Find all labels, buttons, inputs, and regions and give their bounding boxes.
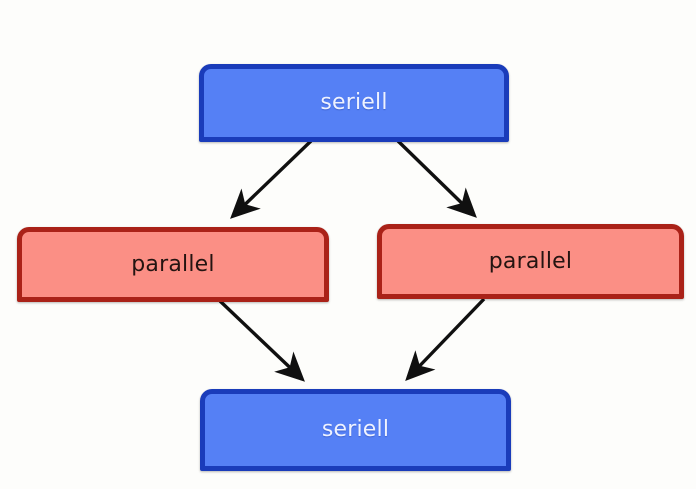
- edge-left-to-bottom: [218, 299, 305, 382]
- node-label: seriell: [320, 90, 388, 115]
- node-seriell-top[interactable]: seriell: [199, 64, 509, 142]
- node-parallel-right[interactable]: parallel: [377, 224, 684, 299]
- edge-top-to-left: [230, 139, 313, 219]
- edge-right-to-bottom: [405, 297, 486, 381]
- node-label: seriell: [321, 417, 390, 442]
- node-label: parallel: [131, 251, 215, 277]
- edge-top-to-right: [396, 139, 477, 218]
- node-parallel-left[interactable]: parallel: [17, 227, 329, 302]
- node-label: parallel: [488, 248, 573, 274]
- node-seriell-bottom[interactable]: seriell: [200, 389, 511, 471]
